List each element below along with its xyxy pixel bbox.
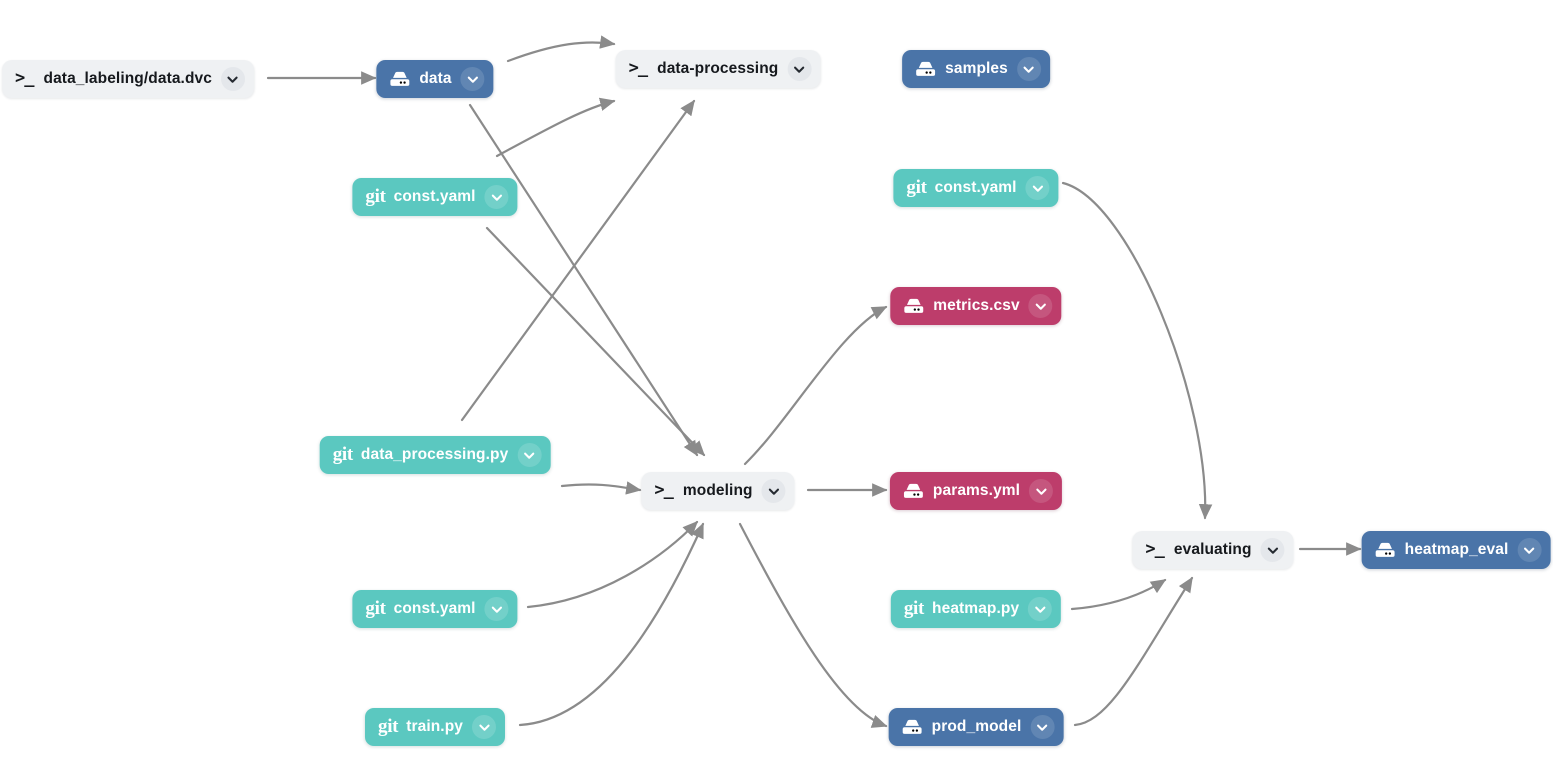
dag-edge <box>518 522 705 727</box>
chevron-down-icon[interactable] <box>761 479 786 503</box>
database-icon <box>902 719 923 736</box>
dag-edge <box>468 103 699 457</box>
dag-node-data-processing[interactable]: >_ data-processing <box>615 50 821 88</box>
database-icon <box>903 298 924 315</box>
dag-node-label: prod_model <box>931 718 1022 736</box>
git-icon: git <box>903 598 925 619</box>
database-icon <box>915 61 936 78</box>
terminal-icon: >_ <box>15 68 35 88</box>
dag-edge <box>526 520 699 609</box>
dag-node-prod-model[interactable]: prod_model <box>888 708 1064 746</box>
dag-node-label: heatmap_eval <box>1404 541 1509 559</box>
dag-edge <box>1073 576 1194 727</box>
dag-edge <box>506 35 616 63</box>
dag-edge <box>1061 181 1213 520</box>
dag-node-metrics-csv[interactable]: metrics.csv <box>890 287 1062 325</box>
chevron-down-icon[interactable] <box>1028 597 1053 621</box>
dag-edge <box>1070 578 1167 611</box>
chevron-down-icon[interactable] <box>484 185 509 209</box>
dag-node-label: metrics.csv <box>933 297 1020 315</box>
dag-edge <box>495 97 616 158</box>
dag-node-label: evaluating <box>1173 541 1252 559</box>
dag-node-label: modeling <box>682 482 753 500</box>
dag-node-heatmap-py[interactable]: git heatmap.py <box>890 590 1062 628</box>
git-icon: git <box>365 598 386 619</box>
terminal-icon: >_ <box>654 480 674 500</box>
dag-node-label: const.yaml <box>393 600 476 618</box>
chevron-down-icon[interactable] <box>517 443 542 467</box>
chevron-down-icon[interactable] <box>460 67 485 91</box>
terminal-icon: >_ <box>1145 539 1165 559</box>
database-icon <box>389 71 410 88</box>
database-icon <box>903 483 924 500</box>
chevron-down-icon[interactable] <box>1517 538 1542 562</box>
dag-edge <box>738 522 888 728</box>
chevron-down-icon[interactable] <box>1029 479 1054 503</box>
chevron-down-icon[interactable] <box>484 597 509 621</box>
dag-node-label: const.yaml <box>393 188 476 206</box>
dag-node-const-yaml-top-left[interactable]: git const.yaml <box>352 178 518 216</box>
dag-node-data[interactable]: data <box>376 60 494 98</box>
dag-edge <box>460 99 696 422</box>
git-icon: git <box>365 186 386 207</box>
dag-node-label: heatmap.py <box>932 600 1020 618</box>
git-icon: git <box>377 716 399 737</box>
chevron-down-icon[interactable] <box>787 57 812 81</box>
dag-edge <box>485 226 706 457</box>
dag-node-label: const.yaml <box>934 179 1017 197</box>
dag-node-data-processing-py[interactable]: git data_processing.py <box>319 436 551 474</box>
chevron-down-icon[interactable] <box>1260 538 1285 562</box>
dag-node-label: data-processing <box>657 60 779 78</box>
chevron-down-icon[interactable] <box>220 67 245 91</box>
dag-node-const-yaml-bottom[interactable]: git const.yaml <box>352 590 518 628</box>
git-icon: git <box>906 177 927 198</box>
dag-node-data-labeling-data-dvc[interactable]: >_ data_labeling/data.dvc <box>2 60 254 98</box>
chevron-down-icon[interactable] <box>1030 715 1055 739</box>
dag-node-const-yaml-top-right[interactable]: git const.yaml <box>893 169 1059 207</box>
dag-node-modeling[interactable]: >_ modeling <box>641 472 795 510</box>
dag-node-label: data_processing.py <box>360 446 509 464</box>
chevron-down-icon[interactable] <box>1028 294 1053 318</box>
dag-node-heatmap-eval[interactable]: heatmap_eval <box>1361 531 1551 569</box>
chevron-down-icon[interactable] <box>1016 57 1041 81</box>
terminal-icon: >_ <box>628 58 649 78</box>
dag-edge <box>560 481 642 495</box>
dag-node-label: params.yml <box>932 482 1021 500</box>
dag-node-label: data_labeling/data.dvc <box>43 70 212 88</box>
chevron-down-icon[interactable] <box>1025 176 1050 200</box>
dag-node-label: samples <box>945 60 1008 78</box>
dag-node-train-py[interactable]: git train.py <box>364 708 506 746</box>
dag-node-label: data <box>419 70 452 88</box>
dag-node-evaluating[interactable]: >_ evaluating <box>1132 531 1294 569</box>
chevron-down-icon[interactable] <box>472 715 497 739</box>
dag-node-samples[interactable]: samples <box>902 50 1050 88</box>
database-icon <box>1375 542 1396 559</box>
dag-edge <box>743 305 888 466</box>
dag-node-label: train.py <box>406 718 464 736</box>
git-icon: git <box>332 444 354 465</box>
dag-node-params-yml[interactable]: params.yml <box>889 472 1063 510</box>
